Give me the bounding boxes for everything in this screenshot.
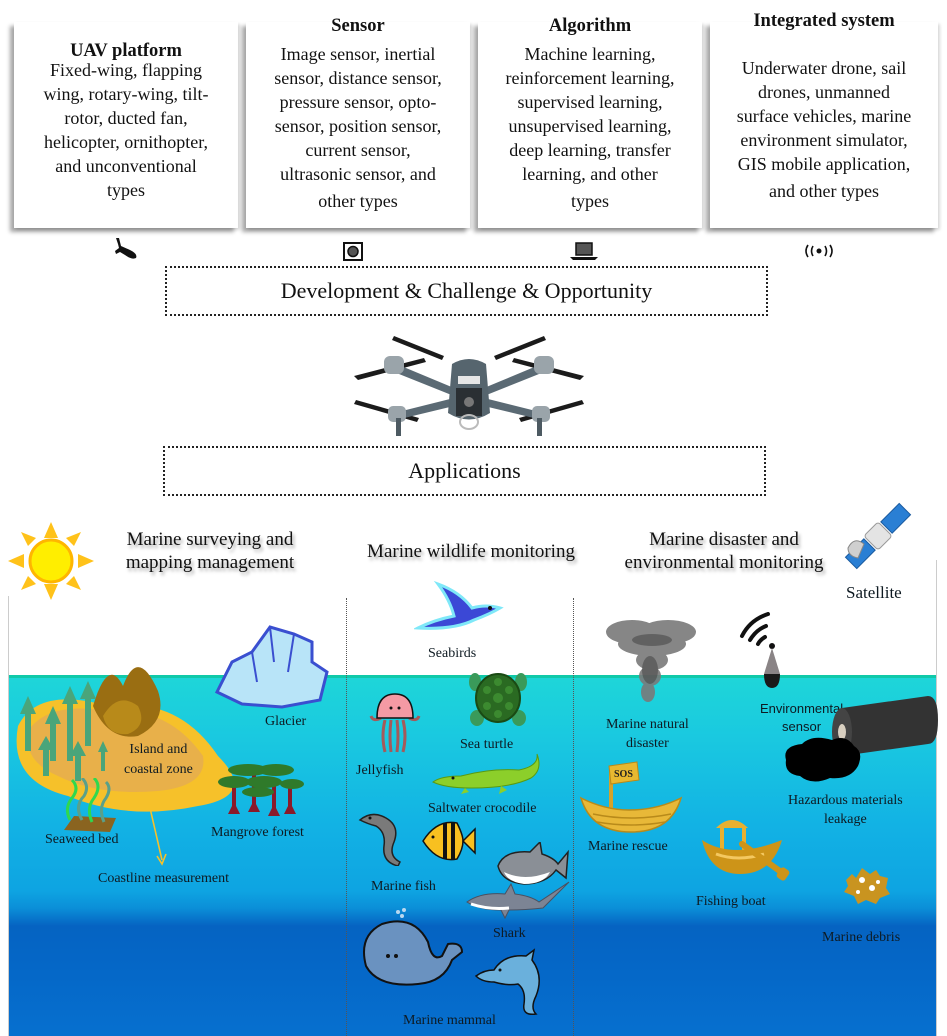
development-box-label: Development & Challenge & Opportunity bbox=[280, 278, 653, 303]
marine-mammal-label: Marine mammal bbox=[403, 1013, 496, 1028]
quadcopter-drone-image bbox=[334, 318, 604, 438]
environmental-sensor-label: Environmental sensor bbox=[760, 701, 844, 734]
card-title: Sensor bbox=[331, 16, 385, 36]
satellite-icon bbox=[842, 500, 914, 572]
development-challenge-opportunity-box: Development & Challenge & Opportunity bbox=[165, 266, 768, 316]
card-title: Integrated system bbox=[753, 11, 895, 31]
jellyfish-icon bbox=[367, 690, 423, 754]
glacier-label: Glacier bbox=[265, 714, 307, 729]
disaster-heading: Marine disaster and environmental monito… bbox=[624, 529, 824, 573]
sun-icon bbox=[8, 522, 94, 600]
marine-natural-disaster-label: Marine natural disaster bbox=[606, 717, 689, 751]
wildlife-heading: Marine wildlife monitoring bbox=[367, 541, 575, 562]
satellite-label: Satellite bbox=[846, 583, 902, 602]
whale-icon bbox=[358, 906, 466, 992]
card-sensor: Sensor Image sensor, inertial sensor, di… bbox=[246, 16, 470, 228]
sea-turtle-icon bbox=[465, 668, 531, 730]
card-algorithm: Algorithm Machine learning, reinforcemen… bbox=[478, 16, 702, 228]
card-title: UAV platform bbox=[70, 41, 182, 61]
sea-turtle-label: Sea turtle bbox=[460, 737, 514, 752]
card-title: Algorithm bbox=[548, 16, 632, 36]
glacier-icon bbox=[212, 622, 332, 712]
mangrove-forest-icon bbox=[218, 762, 304, 822]
rescue-boat-icon: SOS bbox=[579, 760, 683, 834]
jellyfish-label: Jellyfish bbox=[356, 763, 404, 778]
island-label: Island and coastal zone bbox=[124, 742, 193, 777]
oil-barrel-icon bbox=[782, 690, 938, 786]
marine-rescue-label: Marine rescue bbox=[588, 839, 668, 854]
column-divider-left bbox=[346, 598, 347, 1036]
applications-box: Applications bbox=[163, 446, 766, 496]
coastline-arrow bbox=[148, 808, 168, 868]
storm-cloud-icon bbox=[602, 614, 700, 710]
hazardous-materials-label: Hazardous materials leakage bbox=[788, 793, 903, 827]
dolphin-icon bbox=[474, 948, 546, 1018]
saltwater-crocodile-icon bbox=[431, 752, 543, 794]
mangrove-forest-label: Mangrove forest bbox=[211, 825, 304, 840]
card-body: Underwater drone, sail drones, unmanned … bbox=[736, 58, 912, 201]
sos-flag-text: SOS bbox=[614, 769, 633, 780]
angelfish-icon bbox=[419, 815, 477, 865]
marine-debris-label: Marine debris bbox=[822, 930, 901, 945]
card-body: Fixed-wing, flapping wing, rotary-wing, … bbox=[43, 60, 209, 200]
wireless-signal-icon bbox=[803, 243, 835, 259]
column-divider-right bbox=[573, 598, 574, 1036]
laptop-icon bbox=[569, 242, 599, 262]
card-integrated-system: Integrated system Underwater drone, sail… bbox=[710, 11, 938, 228]
seabird-icon bbox=[414, 580, 506, 636]
seabirds-label: Seabirds bbox=[428, 646, 477, 661]
marine-debris-icon bbox=[842, 866, 892, 906]
saltwater-crocodile-label: Saltwater crocodile bbox=[428, 801, 537, 816]
environmental-sensor-icon bbox=[738, 612, 788, 690]
card-uav-platform: UAV platform Fixed-wing, flapping wing, … bbox=[14, 22, 238, 228]
marine-fish-label: Marine fish bbox=[371, 879, 436, 894]
fishing-boat-label: Fishing boat bbox=[696, 894, 766, 909]
surveying-heading: Marine surveying and mapping management bbox=[125, 529, 295, 573]
coastline-measurement-label: Coastline measurement bbox=[98, 871, 230, 886]
scene-right-border bbox=[936, 560, 937, 1036]
card-body: Machine learning, reinforcement learning… bbox=[505, 44, 675, 211]
shark-label: Shark bbox=[493, 926, 526, 941]
seaweed-bed-label: Seaweed bed bbox=[45, 832, 119, 847]
applications-box-label: Applications bbox=[408, 458, 521, 483]
cartoon-shark-icon bbox=[494, 842, 570, 888]
airplane-icon bbox=[112, 236, 140, 262]
seaweed-bed-icon bbox=[60, 778, 120, 833]
eel-fish-icon bbox=[358, 810, 414, 866]
island-illustration bbox=[8, 646, 278, 836]
camera-sensor-icon bbox=[343, 242, 363, 262]
card-body: Image sensor, inertial sensor, distance … bbox=[274, 44, 442, 211]
thresher-shark-icon bbox=[465, 880, 571, 920]
fishing-boat-icon bbox=[702, 812, 792, 882]
scene-left-border bbox=[8, 596, 9, 1036]
